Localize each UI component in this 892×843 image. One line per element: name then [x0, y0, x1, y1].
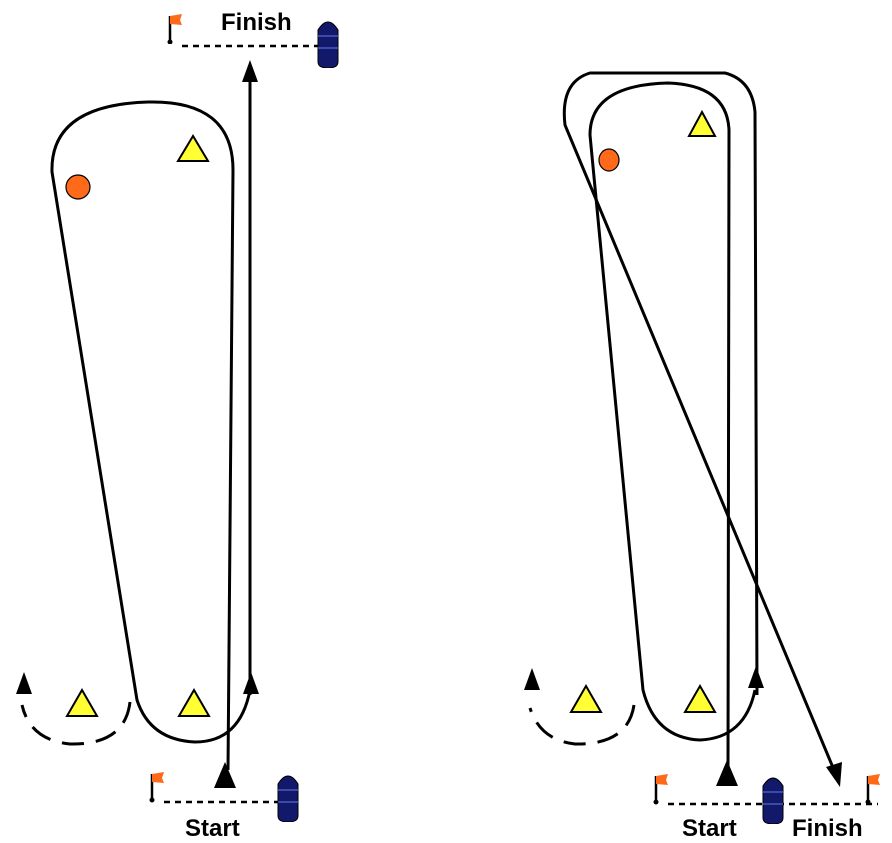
committee-boat-icon [317, 21, 339, 68]
round-mark-icon [65, 174, 91, 200]
triangle-mark-icon [65, 687, 99, 717]
flag-icon [149, 770, 165, 804]
start-arrow-icon [214, 762, 236, 788]
course-right: Start Finish [524, 71, 881, 842]
arrow-head-icon [524, 668, 540, 690]
triangle-mark-icon [687, 109, 717, 137]
rounding-arc [528, 704, 636, 746]
course-path [588, 81, 757, 771]
committee-boat-icon [277, 775, 299, 822]
outer-course-path [562, 71, 836, 771]
committee-boat-icon [762, 777, 784, 824]
flag-icon [653, 772, 669, 806]
start-label: Start [185, 815, 240, 842]
flag-icon [167, 12, 183, 44]
course-left: Finish Start [16, 9, 339, 842]
arrow-head-icon [16, 672, 32, 694]
rounding-arc [20, 701, 132, 746]
arrow-head-icon [826, 762, 842, 787]
arrow-head-icon [242, 60, 258, 82]
triangle-mark-icon [177, 687, 211, 717]
triangle-mark-icon [683, 683, 717, 713]
course-path [50, 100, 252, 771]
start-arrow-icon [716, 760, 738, 786]
round-mark-icon [598, 148, 620, 172]
arrow-head-icon [243, 672, 259, 694]
finish-label: Finish [221, 9, 292, 36]
arrow-head-icon [748, 666, 764, 688]
flag-icon [865, 772, 881, 806]
triangle-mark-icon [176, 134, 210, 162]
finish-label: Finish [792, 815, 863, 842]
start-label: Start [682, 815, 737, 842]
triangle-mark-icon [569, 683, 603, 713]
